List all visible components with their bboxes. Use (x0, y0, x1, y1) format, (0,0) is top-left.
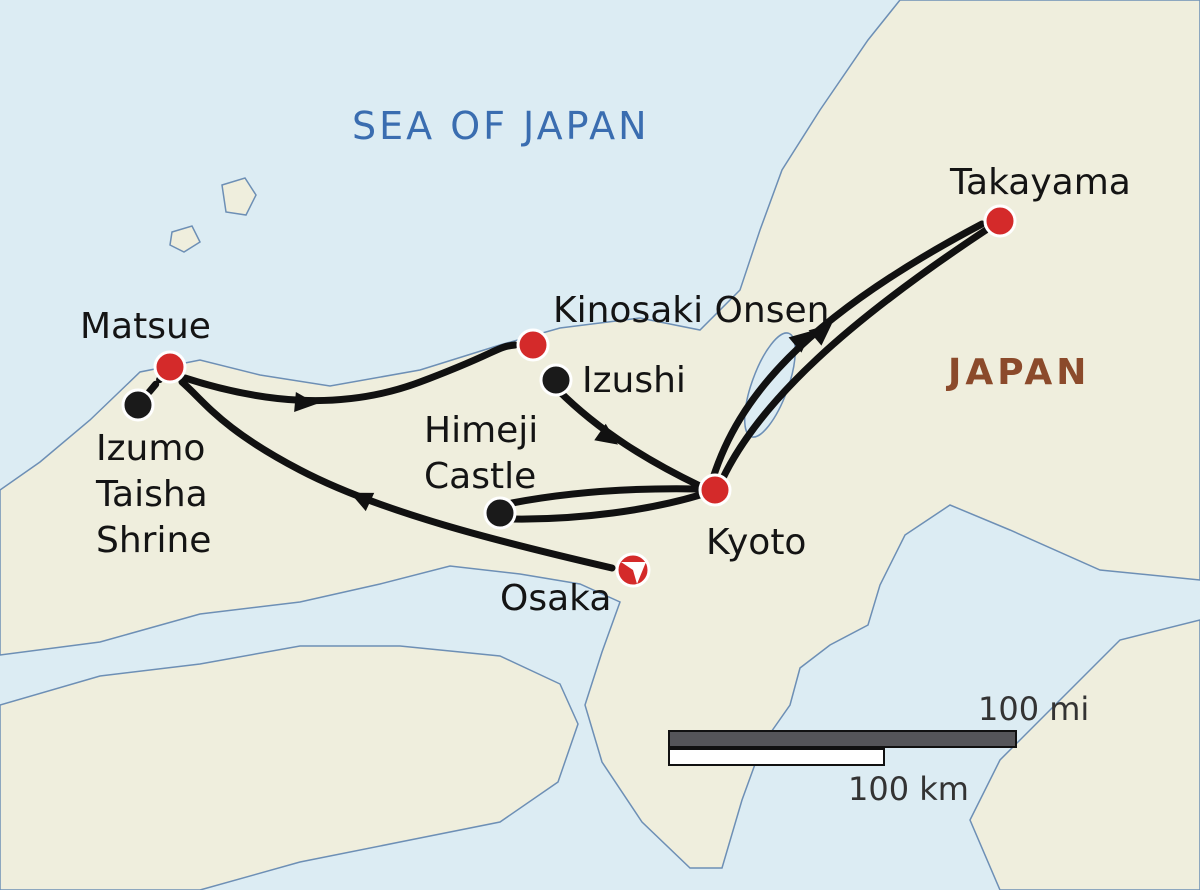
label-line: Himeji (424, 410, 539, 451)
label-himeji: Himeji Castle (424, 408, 538, 500)
route-takayama-kyoto (718, 226, 990, 484)
stop-marker-kyoto[interactable] (698, 473, 732, 507)
stop-marker-izumo[interactable] (121, 388, 155, 422)
label-matsue: Matsue (80, 306, 211, 347)
label-takayama: Takayama (950, 162, 1131, 203)
arrow-icon (594, 423, 619, 445)
plane-icon (621, 562, 646, 584)
route-kyoto-himeji (508, 491, 704, 523)
scale-miles-label: 100 mi (978, 690, 1090, 728)
scale-km-label: 100 km (848, 770, 969, 808)
label-line: Castle (424, 456, 537, 497)
island (169, 225, 201, 253)
stop-marker-himeji[interactable] (483, 496, 517, 530)
east-land (969, 619, 1200, 890)
arrow-icon (788, 330, 812, 353)
label-line: Shrine (96, 520, 212, 561)
arrow-icon (294, 392, 317, 412)
route-osaka-matsue (178, 378, 616, 572)
label-line: Taisha (96, 474, 208, 515)
label-izushi: Izushi (582, 360, 686, 401)
japan-label: JAPAN (948, 352, 1091, 393)
stop-marker-kinosaki[interactable] (516, 328, 550, 362)
route-matsue-kinosaki (181, 341, 519, 405)
label-kyoto: Kyoto (706, 522, 807, 563)
arrow-icon (350, 492, 375, 512)
route-kyoto-takayama (709, 220, 986, 482)
stop-marker-izushi[interactable] (539, 363, 573, 397)
label-kinosaki: Kinosaki Onsen (553, 290, 830, 331)
stop-marker-takayama[interactable] (983, 204, 1017, 238)
route-himeji-kyoto (508, 485, 704, 507)
route-izushi-kyoto (554, 386, 704, 490)
label-osaka: Osaka (500, 578, 612, 619)
scale-bar (668, 730, 1017, 766)
shikoku-land (0, 645, 579, 890)
stop-marker-matsue[interactable] (153, 350, 187, 384)
label-line: Izumo (96, 428, 206, 469)
label-izumo: Izumo Taisha Shrine (96, 426, 211, 564)
island (221, 177, 257, 216)
sea-of-japan-label: SEA OF JAPAN (352, 104, 650, 148)
arrow-icon (808, 323, 832, 346)
